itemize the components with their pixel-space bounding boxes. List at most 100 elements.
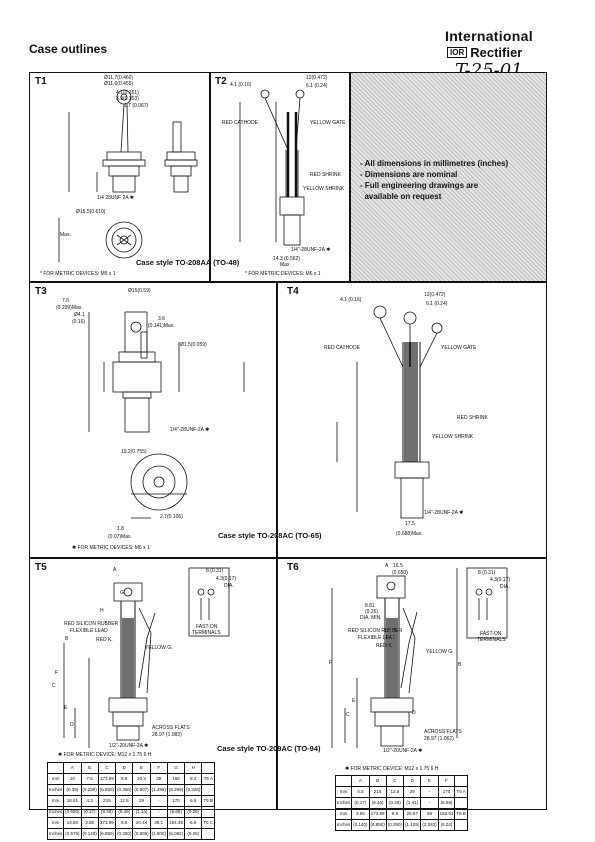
table-cell: (6.299) — [166, 784, 186, 796]
table-cell: (0.39) — [63, 784, 82, 796]
t4-yellow-gate: YELLOW GATE — [441, 345, 477, 351]
table-cell: (6.850) — [97, 828, 117, 840]
t3-dim-width: 7.6 — [62, 298, 69, 304]
table-cell: C — [385, 775, 405, 787]
t3-label: T3 — [35, 286, 47, 297]
t2-dim-thread: 1/4"-28UNF-2A ✱ — [291, 247, 331, 253]
t6-dim-e: E — [352, 698, 356, 704]
t6-dim-faston-hole: 4.3(0.17) — [490, 577, 511, 583]
table-cell: 160 — [166, 773, 186, 785]
table-cell: 7.6 — [80, 773, 99, 785]
t5-terminals: TERMINALS — [192, 630, 221, 636]
t4-dim-width: 12(0.472) — [424, 292, 446, 298]
table-cell: - — [149, 806, 168, 818]
t1-dim-head-dia-min: Ø11.6(0.455) — [104, 81, 134, 87]
note-2: - Dimensions are nominal — [360, 170, 458, 179]
t5-dim-g: G — [120, 590, 124, 596]
table-cell: 173.99 — [97, 817, 117, 829]
table-cell: (0.140) — [80, 828, 99, 840]
t3-metric-note: ✱ FOR METRIC DEVICES: M6 x 1 — [72, 545, 150, 551]
table-cell: 8.9 — [385, 808, 405, 820]
t1-drawing — [58, 89, 198, 262]
table-cell — [201, 762, 216, 774]
general-notes: - All dimensions in millimetres (inches)… — [360, 158, 508, 202]
table-cell: 6.6 — [184, 817, 203, 829]
t3-dim-hole-in: (0.16) — [72, 319, 86, 325]
t6-dim-hole-in: (0.26) — [365, 609, 379, 615]
t3-dim-flat: 2.7(0.106) — [160, 514, 183, 520]
table-cell: - — [420, 797, 439, 809]
table-cell: (0.49) — [385, 797, 405, 809]
t3-dim-terminal: 3.6 — [158, 316, 165, 322]
t6-dim-tab: 16.5 — [393, 563, 403, 569]
table-cell: 3.56 — [80, 817, 99, 829]
t2-dim-hole: 4.1 (0.16) — [230, 82, 252, 88]
table-cell: 29 — [132, 795, 151, 807]
t6-dim-faston: 8 (0.31) — [478, 570, 496, 576]
table-cell: 152.91 — [437, 808, 456, 820]
table-cell: mm — [46, 795, 65, 807]
table-cell: (0.326) — [184, 784, 203, 796]
table-cell: Inches — [46, 828, 65, 840]
table-cell: D — [115, 762, 134, 774]
table-cell: (6.69) — [166, 806, 186, 818]
table-cell: (0.350) — [115, 784, 134, 796]
t3-dim-base: 19.2(0.755) — [121, 449, 147, 455]
t3-dim-head: Ø15(0.59) — [128, 288, 151, 294]
t6-dim-tab-in: (0.650) — [392, 570, 408, 576]
t5-dim-e: E — [64, 705, 68, 711]
table-cell: T5 A — [201, 773, 216, 785]
t3-drawing — [88, 311, 245, 519]
t6-dim-f: F — [329, 660, 333, 666]
table-cell: Inches — [334, 797, 353, 809]
t1-dim-base-dia: Ø15.5(0.610) — [76, 209, 106, 215]
table-cell — [201, 806, 216, 818]
t4-label: T4 — [287, 286, 299, 297]
table-cell: 38.1 — [149, 817, 168, 829]
table-cell: T6 A — [454, 786, 468, 798]
table-cell: (1.125) — [403, 819, 422, 831]
table-cell: 58 — [420, 808, 439, 820]
table-cell: (1.41) — [403, 797, 422, 809]
table-cell: D — [403, 775, 422, 787]
table-cell: 12.5 — [115, 795, 134, 807]
t1-dim-thickness: 1.7 (0.067) — [124, 103, 149, 109]
t3-dim-terminal-max: (0.141)Max. — [148, 323, 175, 329]
t5-across-flats: ACROSS FLATS — [152, 725, 190, 731]
table-cell: B — [368, 775, 387, 787]
table-cell: F — [149, 762, 168, 774]
t6-dia: DIA. — [500, 584, 510, 590]
table-cell: E — [132, 762, 151, 774]
table-cell: G — [166, 762, 186, 774]
panel-t3 — [29, 282, 277, 558]
brand-line2: Rectifier — [470, 45, 523, 60]
table-cell: Inches — [46, 784, 65, 796]
table-cell: A — [351, 775, 370, 787]
t6-dia-min: DIA. MIN. — [360, 615, 382, 621]
t1-dim-max: Max. — [60, 232, 71, 238]
t5-label: T5 — [35, 562, 47, 573]
t5-metric-note: ✱ FOR METRIC DEVICE: M12 x 1.75 6 H — [58, 752, 152, 758]
table-cell: (8.46) — [97, 806, 117, 818]
t5-faston: FAST-ON — [196, 624, 218, 630]
table-cell — [454, 797, 468, 809]
table-cell: (8.46) — [368, 797, 387, 809]
note-1: - All dimensions in millimetres (inches) — [360, 159, 509, 168]
t2-yellow-shrink: YELLOW SHRINK — [303, 186, 345, 192]
table-cell: (1.496) — [149, 784, 168, 796]
table-cell: (0.650) — [63, 806, 82, 818]
table-cell: (0.17) — [351, 797, 370, 809]
table-cell: 154.49 — [166, 817, 186, 829]
table-cell: H — [184, 762, 203, 774]
table-cell: (6.850) — [368, 819, 387, 831]
t5-red-k: RED K. — [96, 637, 113, 643]
table-cell — [454, 819, 468, 831]
table-cell: (1.14) — [132, 806, 151, 818]
t5-flats-dim: 28.97 (1.083) — [152, 732, 182, 738]
table-cell: E — [420, 775, 439, 787]
table-cell: 215 — [97, 795, 117, 807]
